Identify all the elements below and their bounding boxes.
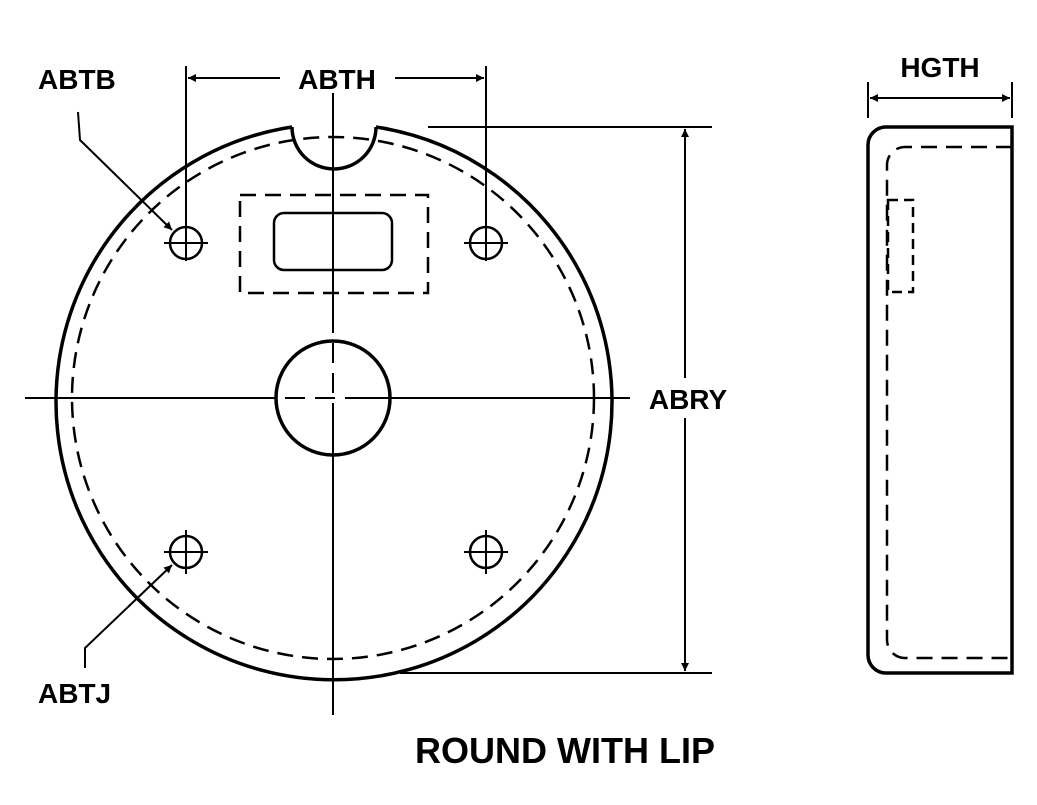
side-view <box>866 125 1014 675</box>
side-outline <box>866 125 1014 675</box>
abth-dimension: ABTH <box>185 64 487 225</box>
abtj-leader: ABTJ <box>38 564 173 709</box>
abtj-label: ABTJ <box>38 678 111 709</box>
abry-dimension: ABRY <box>400 126 740 674</box>
side-lip-hidden-line <box>885 145 1012 660</box>
abry-label: ABRY <box>649 384 728 415</box>
side-pocket-hidden <box>886 198 915 294</box>
hgth-dimension: HGTH <box>867 52 1013 118</box>
mounting-holes <box>164 225 508 574</box>
hgth-label: HGTH <box>900 52 979 83</box>
abtb-leader: ABTB <box>38 64 173 231</box>
abth-label: ABTH <box>298 64 376 95</box>
front-view <box>25 93 630 715</box>
drawing-title: ROUND WITH LIP <box>415 730 715 771</box>
abtb-label: ABTB <box>38 64 116 95</box>
